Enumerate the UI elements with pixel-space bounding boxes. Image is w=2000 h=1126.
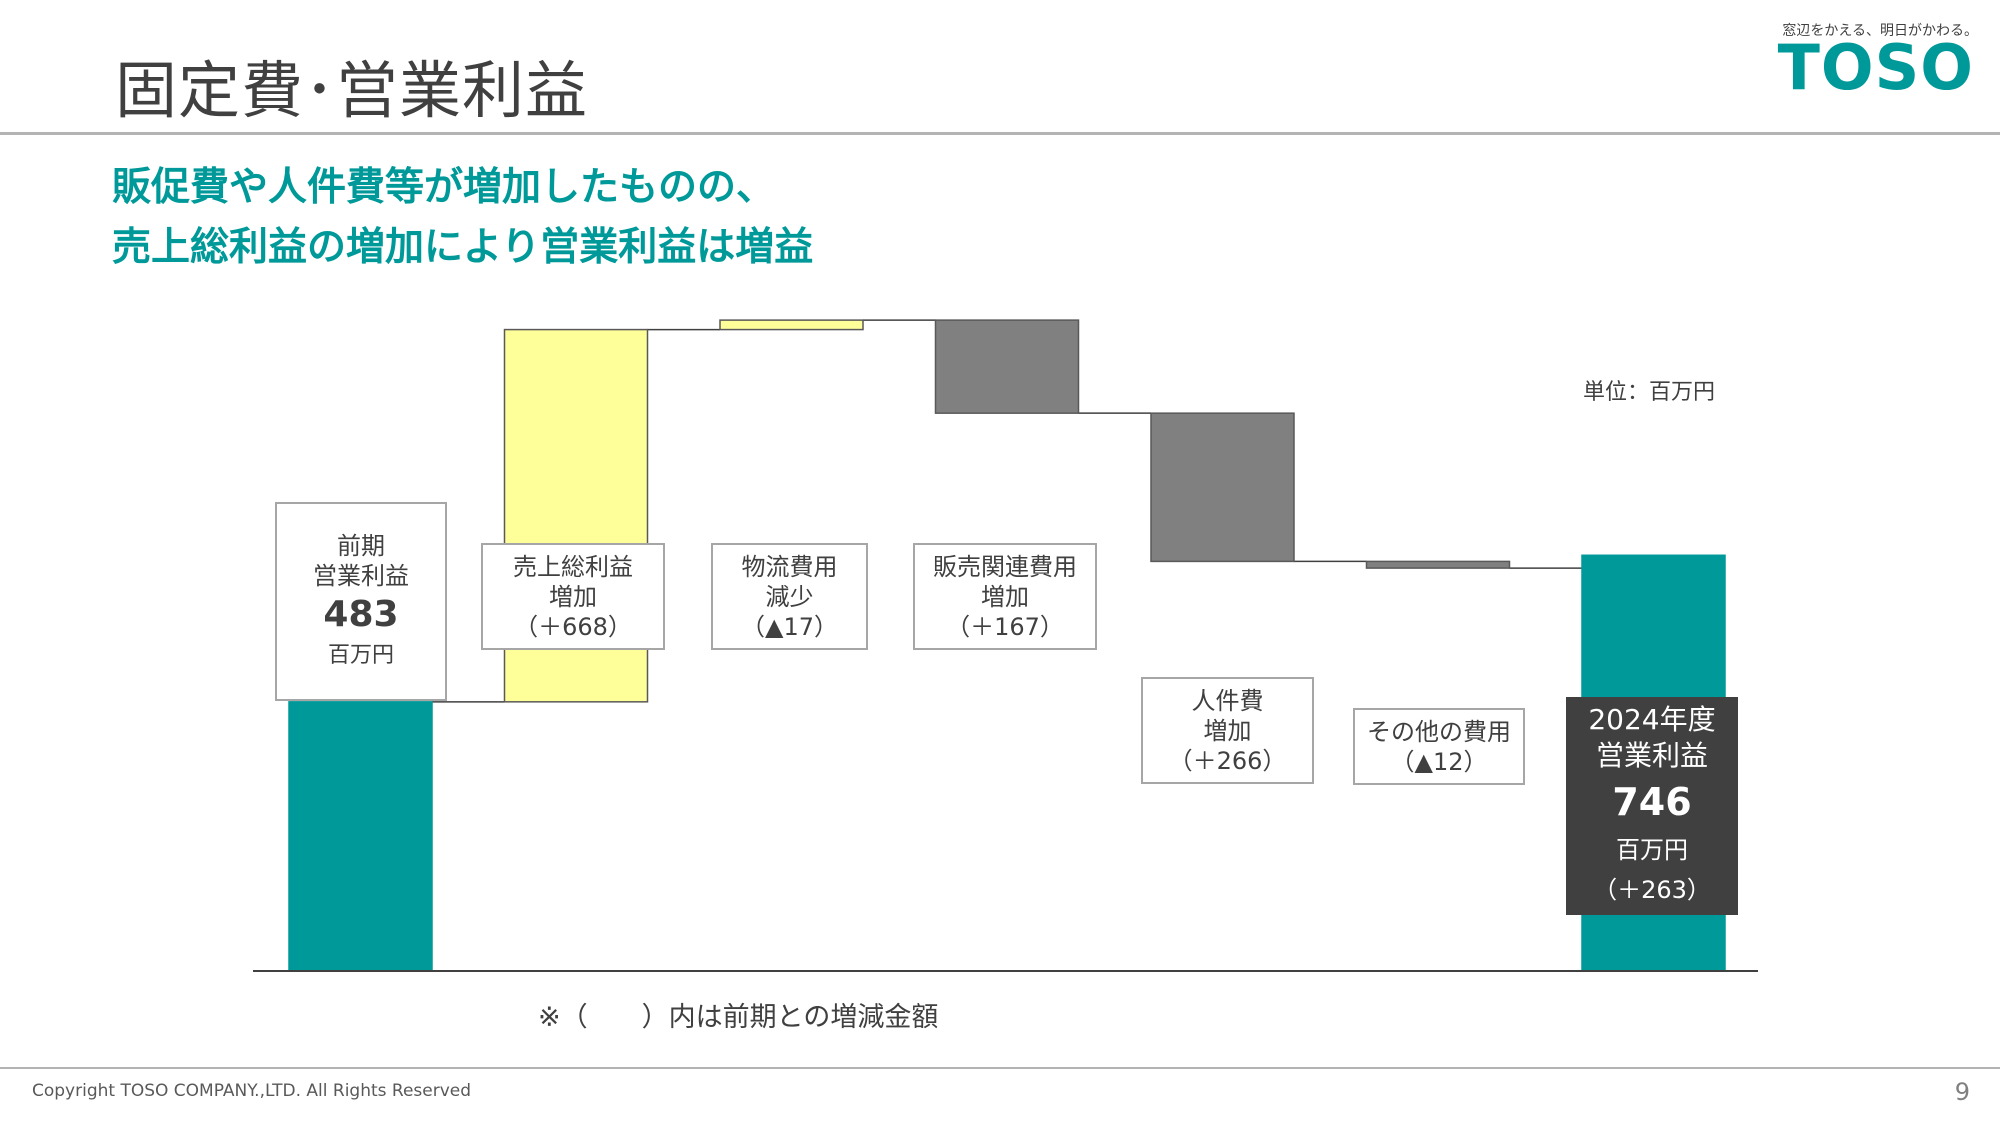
- toso-logo: TOSO: [1777, 31, 1974, 104]
- footnote: ※（ ）内は前期との増減金額: [538, 1002, 939, 1033]
- label-other: その他の費用 （▲12）: [1353, 708, 1525, 785]
- bar-decrease: [1365, 560, 1511, 569]
- label-prior-profit: 前期 営業利益 483 百万円: [275, 502, 447, 701]
- footer-divider: [0, 1067, 2000, 1069]
- label-personnel: 人件費 増加 （＋266）: [1141, 677, 1314, 784]
- copyright: Copyright TOSO COMPANY.,LTD. All Rights …: [32, 1081, 472, 1101]
- headline-line-1: 販促費や人件費等が増加したものの、: [112, 165, 776, 210]
- header-divider: [0, 132, 2000, 135]
- headline-line-2: 売上総利益の増加により営業利益は増益: [112, 225, 814, 270]
- page-title: 固定費･営業利益: [115, 54, 589, 127]
- bar-decrease: [934, 319, 1080, 414]
- headline: 販促費や人件費等が増加したものの、 売上総利益の増加により営業利益は増益: [112, 158, 813, 278]
- bar-increase: [719, 319, 864, 331]
- label-logistics: 物流費用 減少 （▲17）: [711, 543, 868, 650]
- label-sales-cost: 販売関連費用 増加 （＋167）: [913, 543, 1097, 650]
- label-current-profit: 2024年度 営業利益 746 百万円 （＋263）: [1566, 697, 1738, 915]
- bar-total: [288, 701, 433, 972]
- label-gross-profit: 売上総利益 増加 （＋668）: [481, 543, 665, 650]
- bar-decrease: [1150, 412, 1295, 563]
- logo-tagline: 窓辺をかえる、明日がかわる。: [1782, 23, 1978, 39]
- unit-label: 単位：百万円: [1583, 380, 1716, 405]
- page-number: 9: [1954, 1078, 1970, 1106]
